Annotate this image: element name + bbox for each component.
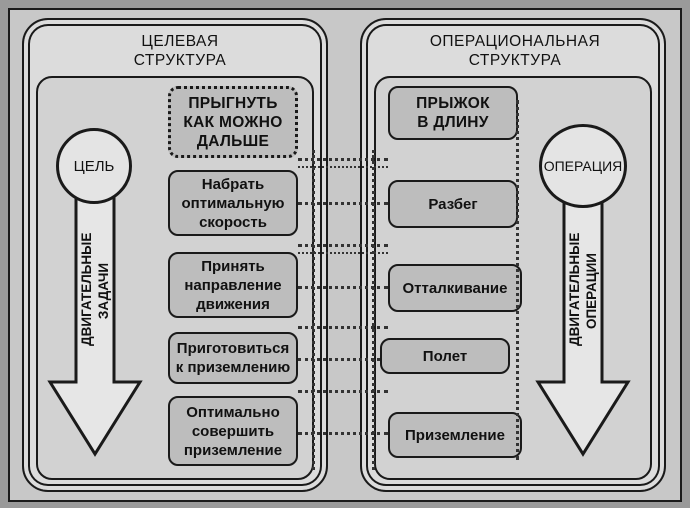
connector-6 <box>298 358 380 361</box>
operation-circle: ОПЕРАЦИЯ <box>539 124 627 208</box>
operation-box-takeoff: Отталкивание <box>388 264 522 312</box>
motor-tasks-label: ДВИГАТЕЛЬНЫЕ ЗАДАЧИ <box>79 232 111 346</box>
vertical-dots-left <box>312 150 315 470</box>
motor-operations-label: ДВИГАТЕЛЬНЫЕ ОПЕРАЦИИ <box>567 232 599 346</box>
connector-3 <box>298 244 388 247</box>
operation-box-run-up: Разбег <box>388 180 518 228</box>
connector-8 <box>298 432 388 435</box>
connector-3b <box>298 252 388 254</box>
connector-1 <box>298 158 388 161</box>
connector-1b <box>298 166 388 168</box>
connector-4 <box>298 286 388 289</box>
target-structure-title: ЦЕЛЕВАЯ СТРУКТУРА <box>133 33 227 69</box>
vertical-dots-right <box>372 150 375 470</box>
connector-7 <box>298 390 388 393</box>
operation-box-flight: Полет <box>380 338 510 374</box>
connector-2 <box>298 202 388 205</box>
vertical-dots-inner-right <box>516 100 519 460</box>
goal-circle: ЦЕЛЬ <box>56 128 132 204</box>
operation-box-landing: Приземление <box>388 412 522 458</box>
operational-structure-title: ОПЕРАЦИОНАЛЬНАЯ СТРУКТУРА <box>429 33 601 69</box>
connector-5 <box>298 326 388 329</box>
